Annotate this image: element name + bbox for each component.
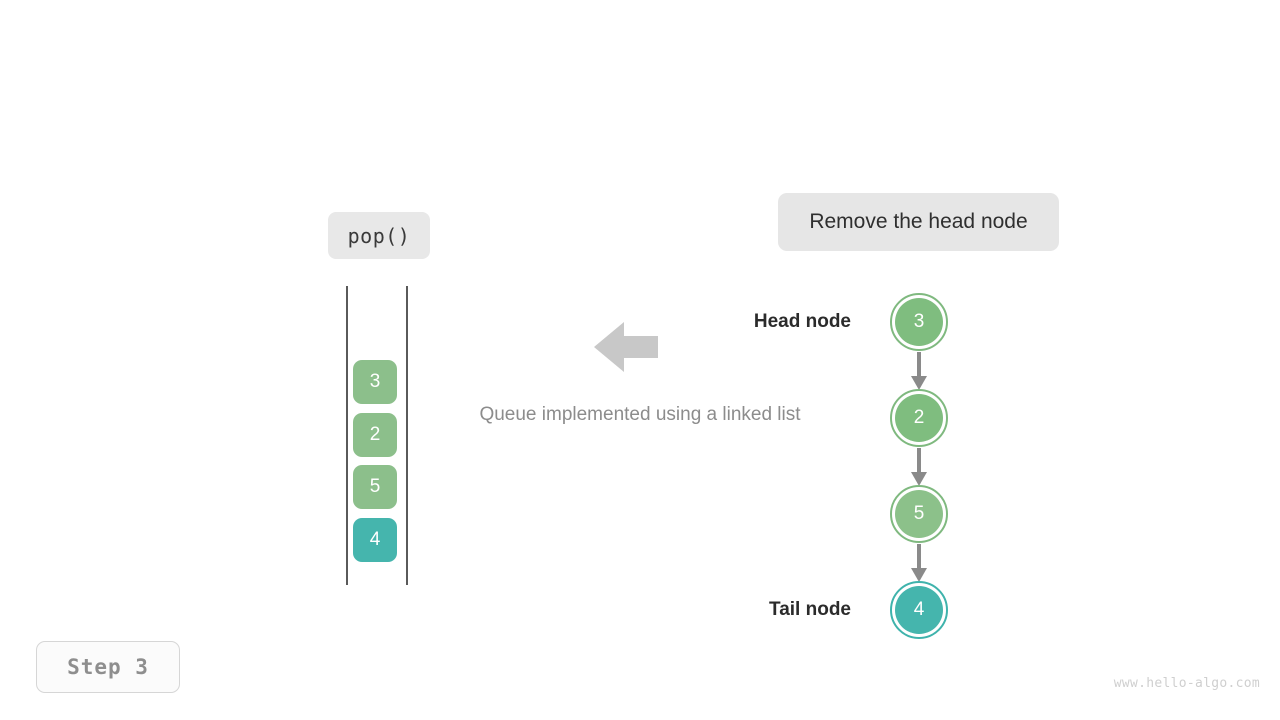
watermark: www.hello-algo.com [1113, 676, 1260, 691]
linked-list-node: 3 [890, 293, 948, 351]
linked-list-node-value: 4 [895, 586, 943, 634]
linked-list-node-value: 3 [895, 298, 943, 346]
operation-chip: pop() [328, 212, 430, 259]
linked-list-node: 4 [890, 581, 948, 639]
queue-rail-right [406, 286, 408, 585]
linked-list-node-value: 5 [895, 490, 943, 538]
queue-cell: 5 [353, 465, 397, 509]
queue-cell: 4 [353, 518, 397, 562]
queue-cell: 2 [353, 413, 397, 457]
linked-list-arrow-icon [904, 448, 934, 488]
title-chip: Remove the head node [778, 193, 1059, 251]
linked-list-node: 2 [890, 389, 948, 447]
linked-list-node-value: 2 [895, 394, 943, 442]
queue-rail-left [346, 286, 348, 585]
linked-list-arrow-icon [904, 544, 934, 584]
tail-node-label: Tail node [769, 599, 851, 620]
linked-list-node: 5 [890, 485, 948, 543]
diagram-caption: Queue implemented using a linked list [479, 404, 801, 425]
queue-cell: 3 [353, 360, 397, 404]
step-badge: Step 3 [36, 641, 180, 693]
head-node-label: Head node [753, 311, 851, 332]
linked-list-arrow-icon [904, 352, 934, 392]
transition-arrow-icon [594, 318, 658, 376]
